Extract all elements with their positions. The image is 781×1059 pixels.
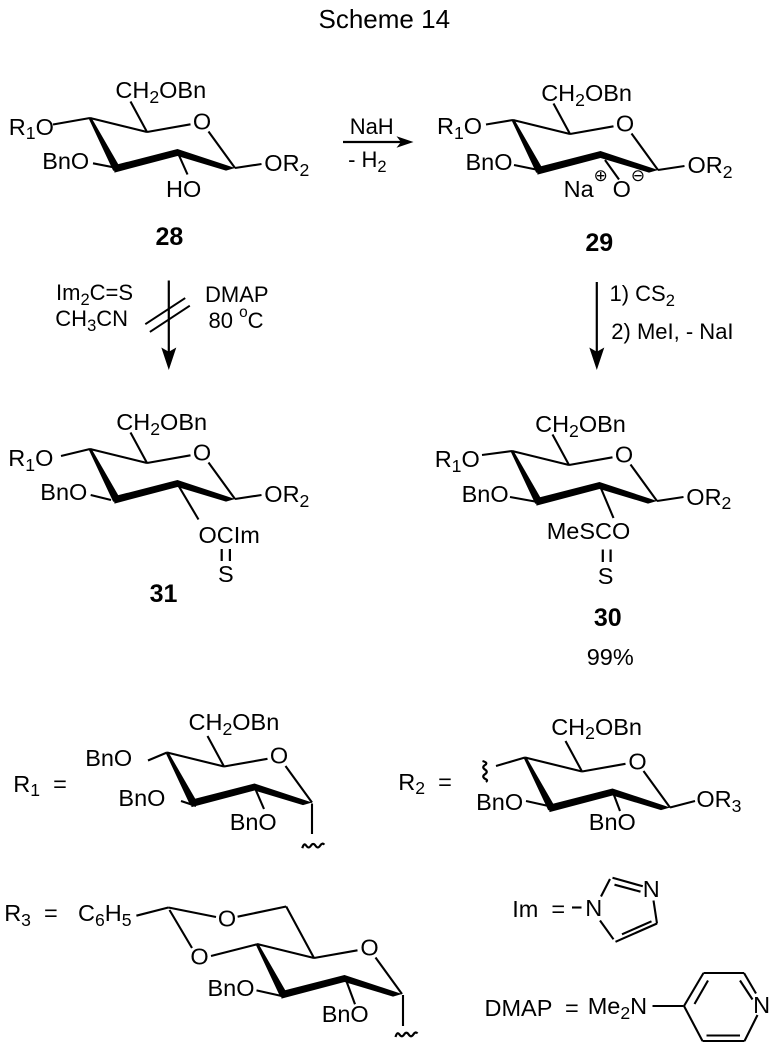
- arrow-29-30: [589, 282, 605, 370]
- cond-ch3cn: CH3CN: [55, 306, 129, 335]
- c30-label-c4: R1O: [434, 446, 480, 476]
- arrow-28-29: [343, 136, 414, 148]
- r1-ring-o: O: [269, 742, 289, 769]
- r3-acetal-o-top: O: [217, 905, 237, 932]
- dmap-ring-n: N: [753, 991, 771, 1018]
- c28-label-c6: CH2OBn: [115, 77, 207, 107]
- r2-label-c2: BnO: [588, 808, 636, 835]
- r3-label-phenyl: C6H5: [78, 900, 132, 931]
- c28-label-c3: BnO: [42, 147, 90, 174]
- legend-pyridine-ring: [652, 971, 759, 1043]
- cross-out-slash: [149, 304, 191, 333]
- cond-nah: NaH: [349, 114, 394, 140]
- pyranose-chair: [87, 116, 237, 174]
- c29-number: 29: [585, 229, 614, 258]
- c29-label-c3: BnO: [465, 149, 513, 176]
- pyranose-chair: [87, 447, 237, 505]
- r2-ring-o: O: [628, 747, 647, 774]
- r2-lhs: R2 =: [398, 768, 452, 799]
- cond-80c: 80 oC: [208, 304, 264, 333]
- dmap-lhs: DMAP =: [484, 995, 579, 1022]
- arrowhead-icon: [396, 136, 414, 148]
- r2-label-c6: CH2OBn: [551, 713, 642, 744]
- c29-label-c6: CH2OBn: [541, 80, 632, 110]
- c30-number: 30: [593, 603, 622, 632]
- c29-label-c1: OR2: [687, 152, 733, 182]
- pyranose-chair: [254, 942, 404, 1000]
- r1-label-c4: BnO: [85, 745, 133, 772]
- wavy-bond-icon: [301, 842, 326, 849]
- scheme-title: Scheme 14: [318, 4, 451, 35]
- im-n3: N: [642, 875, 660, 902]
- structure-28-skeleton: [52, 101, 262, 175]
- im-lhs: Im =: [512, 895, 566, 922]
- cond-h2: - H2: [348, 147, 387, 176]
- structure-30-skeleton: [481, 434, 684, 562]
- c30-label-c3: BnO: [461, 481, 509, 508]
- c28-number: 28: [155, 223, 184, 252]
- c31-label-c2: OCIm: [198, 521, 260, 548]
- cond-im2cs: Im2C=S: [56, 280, 134, 309]
- pyranose-chair: [509, 449, 659, 507]
- wavy-bond-icon: [482, 759, 489, 783]
- cond-mei: 2) MeI, - NaI: [611, 318, 734, 344]
- r2-label-c3: BnO: [476, 788, 524, 815]
- c31-label-c3: BnO: [40, 479, 88, 506]
- c28-ring-o: O: [192, 108, 212, 135]
- c28-label-c2: HO: [166, 175, 202, 202]
- arrow-28-31-crossed: [144, 280, 191, 370]
- c31-label-c6: CH2OBn: [116, 409, 208, 439]
- r3-label-c3: BnO: [207, 974, 255, 1001]
- c29-label-o: O⊖: [612, 165, 646, 202]
- c30-ring-o: O: [614, 441, 634, 468]
- legend-r2-skeleton: [482, 740, 696, 814]
- c30-label-c6: CH2OBn: [535, 410, 626, 441]
- r3-acetal-o-bottom: O: [190, 943, 209, 970]
- cond-cs2: 1) CS2: [609, 281, 675, 310]
- arrowhead-icon: [589, 347, 605, 370]
- c31-label-c1: OR2: [264, 481, 310, 511]
- wavy-bond-icon: [394, 1031, 419, 1038]
- c30-yield: 99%: [586, 643, 634, 670]
- r1-lhs: R1 =: [13, 770, 67, 801]
- c31-ring-o: O: [192, 439, 212, 466]
- c31-label-c4: R1O: [8, 444, 54, 475]
- pyranose-chair: [164, 750, 314, 809]
- legend-r3-pyranose: [254, 942, 419, 1038]
- legend-imidazole-ring: [572, 876, 659, 943]
- r1-label-c6: CH2OBn: [188, 709, 280, 740]
- c28-label-c4: R1O: [8, 113, 54, 144]
- c31-number: 31: [149, 580, 178, 609]
- r3-ring-o: O: [360, 933, 379, 960]
- c30-label-c1: OR2: [686, 483, 732, 514]
- c28-label-c1: OR2: [264, 150, 310, 180]
- structure-31-skeleton: [60, 432, 262, 561]
- c31-label-s: S: [218, 561, 234, 588]
- r3-lhs: R3 =: [4, 900, 58, 930]
- cross-out-slash: [144, 297, 186, 326]
- pyranose-chair: [522, 755, 672, 814]
- c30-label-c2: MeSCO: [546, 517, 631, 544]
- r2-label-c1: OR3: [696, 786, 742, 816]
- c29-label-c4: R1O: [437, 113, 483, 143]
- legend-r3-benzylidene-ring: [136, 905, 315, 959]
- legend-r1-skeleton: [147, 735, 326, 849]
- r1-label-c3: BnO: [118, 785, 166, 812]
- cond-dmap: DMAP: [205, 281, 269, 307]
- arrowhead-icon: [161, 347, 177, 370]
- c29-label-na: Na⊕: [563, 165, 608, 202]
- r3-label-c2: BnO: [321, 1000, 369, 1027]
- c30-label-s: S: [597, 562, 614, 589]
- r1-label-c2: BnO: [229, 809, 277, 836]
- c29-ring-o: O: [615, 109, 635, 136]
- structure-29-skeleton: [485, 103, 685, 181]
- im-n1: N: [585, 895, 603, 922]
- dmap-amine: Me2N: [587, 993, 648, 1023]
